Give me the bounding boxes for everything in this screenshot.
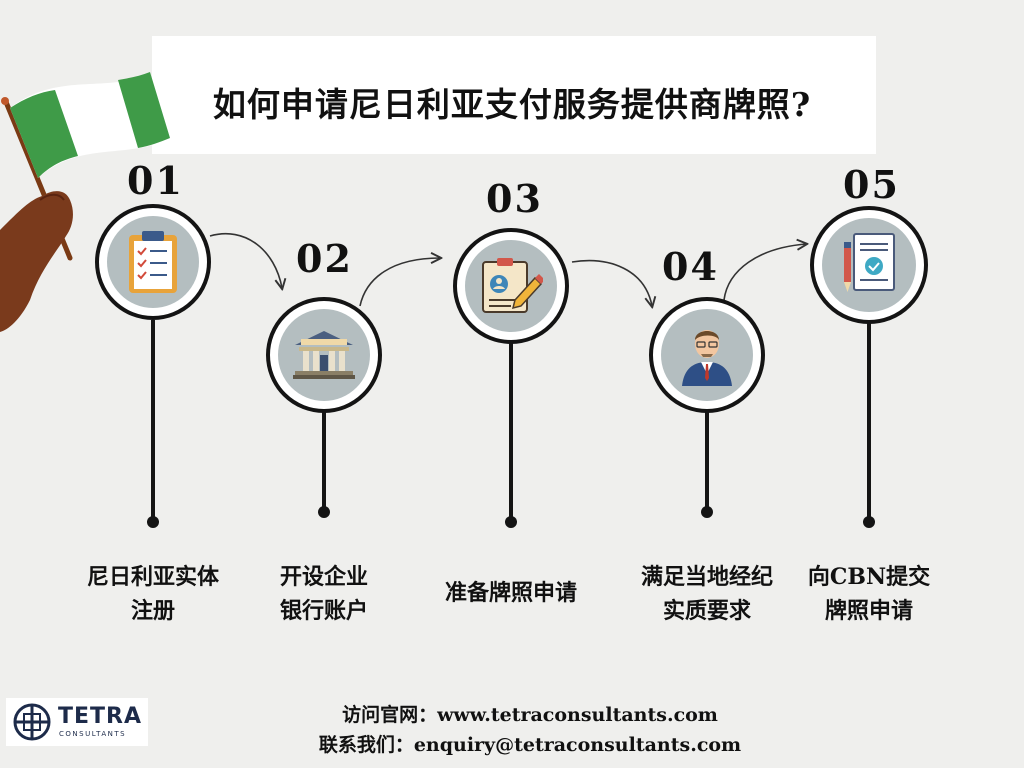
step-label-line: 注册 [130, 598, 175, 624]
certificate-pen-icon [482, 258, 543, 313]
document-pen-icon [844, 233, 895, 292]
step-number: 02 [296, 236, 353, 281]
step-circle [649, 297, 765, 413]
step-label: 尼日利亚实体 注册 [68, 560, 238, 628]
tetra-logo-icon [13, 703, 51, 741]
step-circle [266, 297, 382, 413]
clipboard-checklist-icon [129, 231, 177, 293]
step-label-line: 开设企业 [279, 564, 368, 590]
contact-email[interactable]: 联系我们：enquiry@tetraconsultants.com [318, 734, 742, 756]
step-label: 向CBN提交 牌照申请 [784, 560, 954, 628]
step-number: 01 [127, 158, 184, 203]
step-label-line: 向CBN提交 [807, 564, 931, 590]
businessman-icon [682, 330, 732, 386]
step-circle [453, 228, 569, 344]
nigeria-flag-icon [0, 72, 170, 332]
step-number: 04 [662, 244, 719, 289]
logo-subtitle: CONSULTANTS [59, 730, 127, 738]
step-circle [95, 204, 211, 320]
website-link[interactable]: 访问官网：www.tetraconsultants.com [342, 704, 718, 726]
step-label-line: 实质要求 [662, 598, 751, 624]
step-label-line: 尼日利亚实体 [86, 564, 219, 590]
bank-building-icon [293, 331, 355, 379]
step-label: 开设企业 银行账户 [239, 560, 409, 628]
step-label: 准备牌照申请 [426, 576, 596, 610]
step-label-line: 准备牌照申请 [444, 580, 577, 606]
step-circle [810, 206, 928, 324]
tetra-logo: TETRA CONSULTANTS [6, 698, 148, 746]
step-number: 05 [843, 162, 900, 207]
step-label-line: 满足当地经纪 [640, 564, 773, 590]
step-label: 满足当地经纪 实质要求 [622, 560, 792, 628]
step-label-line: 银行账户 [279, 598, 368, 624]
step-label-line: 牌照申请 [824, 598, 913, 624]
step-number: 03 [486, 176, 543, 221]
logo-name: TETRA [58, 704, 143, 729]
page-title: 如何申请尼日利亚支付服务提供商牌照? [212, 85, 812, 124]
title-box [152, 36, 876, 154]
